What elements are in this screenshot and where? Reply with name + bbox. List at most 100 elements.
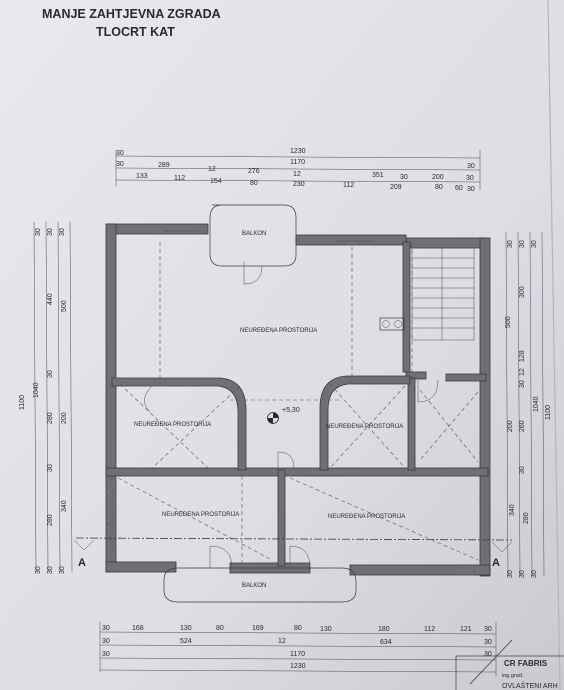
dim-right-30b: 30 [519, 466, 526, 474]
ceiling-lines [111, 240, 479, 562]
dim-left-30top1: 30 [35, 228, 42, 236]
dim-left-1040: 1040 [33, 382, 40, 398]
dim-bot-180: 180 [378, 626, 390, 633]
dim-left-30bot1: 30 [35, 566, 42, 574]
door-top-balcony [243, 262, 263, 285]
dim-top-80a: 80 [250, 180, 258, 187]
dim-top-1230: 1230 [290, 148, 306, 155]
dim-bot-30e: 30 [102, 651, 110, 658]
room-label-mid-left: NEUREĐENA PROSTORIJA [134, 422, 211, 428]
door-hall [277, 451, 295, 469]
dim-right-500: 500 [505, 316, 512, 328]
drawing-title: MANJE ZAHTJEVNA ZGRADA [42, 7, 221, 21]
dim-right-340: 340 [509, 504, 516, 516]
wall-top-right [405, 237, 487, 249]
dim-bot-30c: 30 [102, 638, 110, 645]
dim-bot-524: 524 [180, 638, 192, 645]
bottom-dimensions: 30 168 130 80 169 80 130 180 112 121 30 … [99, 622, 497, 676]
section-line [75, 537, 513, 541]
dim-bot-30b: 30 [484, 626, 492, 633]
dim-right-30top2: 30 [519, 240, 526, 248]
dim-bot-169: 169 [252, 625, 264, 632]
dim-top-276: 276 [248, 168, 260, 175]
dim-top-209: 209 [390, 184, 402, 191]
dim-left-30a: 30 [47, 370, 54, 378]
balcony-top-label: BALKON [242, 231, 266, 237]
dim-left-30b: 30 [47, 464, 54, 472]
dim-bot-112: 112 [424, 626, 435, 633]
dim-top-30c: 30 [400, 174, 408, 181]
dim-right-1100: 1100 [545, 405, 552, 420]
dim-right-300: 300 [519, 286, 526, 298]
dim-top-1170: 1170 [290, 159, 305, 166]
dim-right-128: 128 [519, 350, 526, 362]
dim-top-200: 200 [432, 174, 444, 181]
dim-right-30a: 30 [519, 380, 526, 388]
dim-left-30top3: 30 [59, 228, 66, 236]
dim-bot-130b: 130 [320, 626, 332, 633]
dim-top-351: 351 [372, 172, 384, 179]
dim-left-280a: 280 [47, 412, 54, 424]
door-stair [417, 379, 439, 403]
level-marker-value: +5,30 [282, 407, 300, 414]
balcony-bottom-outline [163, 567, 357, 603]
dim-top-230: 230 [293, 181, 305, 188]
balcony-bottom-label: BALKON [242, 583, 266, 589]
wall-interior-bottom-v [277, 469, 286, 567]
stamp-title: ing.grad. [502, 673, 524, 679]
wall-bottom-right [349, 564, 491, 576]
stamp: CR FABRIS ing.grad. OVLAŠTENI ARH [455, 639, 564, 690]
section-mark-right: A [492, 557, 500, 569]
dim-left-1100: 1100 [19, 395, 26, 410]
balcony-top-outline [209, 204, 297, 267]
dim-left-280b: 280 [47, 514, 54, 526]
stamp-authority: OVLAŠTENI ARH [502, 681, 558, 690]
dim-top-289: 289 [158, 162, 170, 169]
right-dimensions: 1100 1040 300 500 128 12 30 260 200 30 2… [505, 231, 552, 578]
dim-bot-121: 121 [460, 626, 472, 633]
dim-right-30bot2: 30 [519, 570, 526, 578]
dim-left-500: 500 [61, 300, 68, 312]
dim-top-30e: 30 [466, 175, 474, 182]
dim-right-30top1: 30 [507, 240, 514, 248]
dim-right-30bot3: 30 [531, 570, 538, 578]
wall-interior-h [105, 467, 489, 477]
top-dimensions: 1230 30 30 1170 289 12 276 12 351 30 30 … [115, 148, 481, 193]
dim-right-200: 200 [507, 420, 514, 432]
door-bottom-left [209, 545, 233, 569]
dim-left-440: 440 [47, 293, 54, 305]
room-label-bottom-left: NEUREĐENA PROSTORIJA [162, 512, 239, 518]
room-label-mid-right: NEUREĐENA PROSTORIJA [326, 424, 403, 430]
wall-right [479, 237, 491, 577]
dim-left-30bot2: 30 [47, 566, 54, 574]
floor-plan: BALKON BALKON [73, 204, 513, 603]
section-mark-left: A [78, 557, 86, 569]
dim-top-80b: 80 [435, 184, 443, 191]
dim-top-60: 60 [455, 185, 463, 192]
drawing-subtitle: TLOCRT KAT [96, 25, 175, 39]
dim-left-30bot3: 30 [59, 566, 66, 574]
dim-top-154: 154 [210, 178, 222, 185]
wall-left [105, 223, 117, 573]
wall-curve-right [319, 375, 411, 471]
dim-bot-80b: 80 [294, 625, 302, 632]
door-mid-left [144, 385, 153, 413]
dim-right-260: 260 [519, 420, 526, 432]
dim-bot-30f: 30 [484, 651, 492, 658]
door-bottom-right [289, 545, 311, 569]
dim-left-340: 340 [61, 500, 68, 512]
room-label-bottom-right: NEUREĐENA PROSTORIJA [328, 514, 405, 520]
dim-top-12b: 12 [293, 171, 301, 178]
paper-edge [547, 0, 561, 690]
wall-stair-v [402, 241, 411, 373]
dim-top-112a: 112 [174, 175, 185, 182]
dim-right-1040: 1040 [533, 396, 540, 412]
wall-bottom-left [105, 561, 177, 573]
dim-left-200: 200 [61, 412, 68, 424]
chimney [379, 317, 405, 331]
dim-bot-130a: 130 [180, 625, 192, 632]
dim-right-30top3: 30 [531, 240, 538, 248]
stamp-name: CR FABRIS [504, 659, 548, 668]
dim-right-280: 280 [523, 512, 530, 524]
